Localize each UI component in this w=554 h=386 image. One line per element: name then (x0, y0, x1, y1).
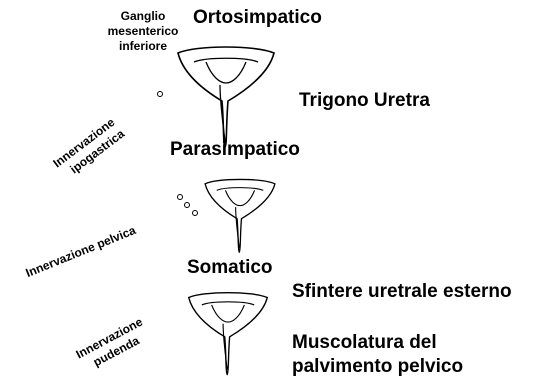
ganglio-line-1: Ganglio (93, 10, 193, 22)
ganglio-line-2: mesenterico (93, 25, 193, 37)
nerve-dot (177, 194, 183, 200)
muscolatura-label: Muscolatura del palvimento pelvico (292, 333, 463, 376)
sfintere-label: Sfintere uretrale esterno (292, 282, 512, 301)
somatico-title: Somatico (187, 258, 273, 277)
innervazione-pudenda-label: Innervazione pudenda (74, 316, 151, 374)
nerve-dot (192, 210, 198, 216)
ortosimpatico-title: Ortosimpatico (193, 8, 322, 27)
bladder-icon-middle (200, 178, 280, 258)
trigono-uretra-label: Trigono Uretra (299, 91, 430, 110)
muscolatura-line-1: Muscolatura del (292, 333, 463, 352)
muscolatura-line-2: palvimento pelvico (292, 357, 463, 376)
bladder-icon-bottom (186, 291, 270, 381)
nerve-dot (157, 91, 163, 97)
innervazione-ipogastrica-label: Innervazione ipogastrica (51, 115, 126, 181)
innervazione-pelvica-label: Innervazione pelvica (24, 224, 137, 279)
nerve-dot (184, 202, 190, 208)
parasimpatico-title: Parasimpatico (170, 140, 300, 159)
